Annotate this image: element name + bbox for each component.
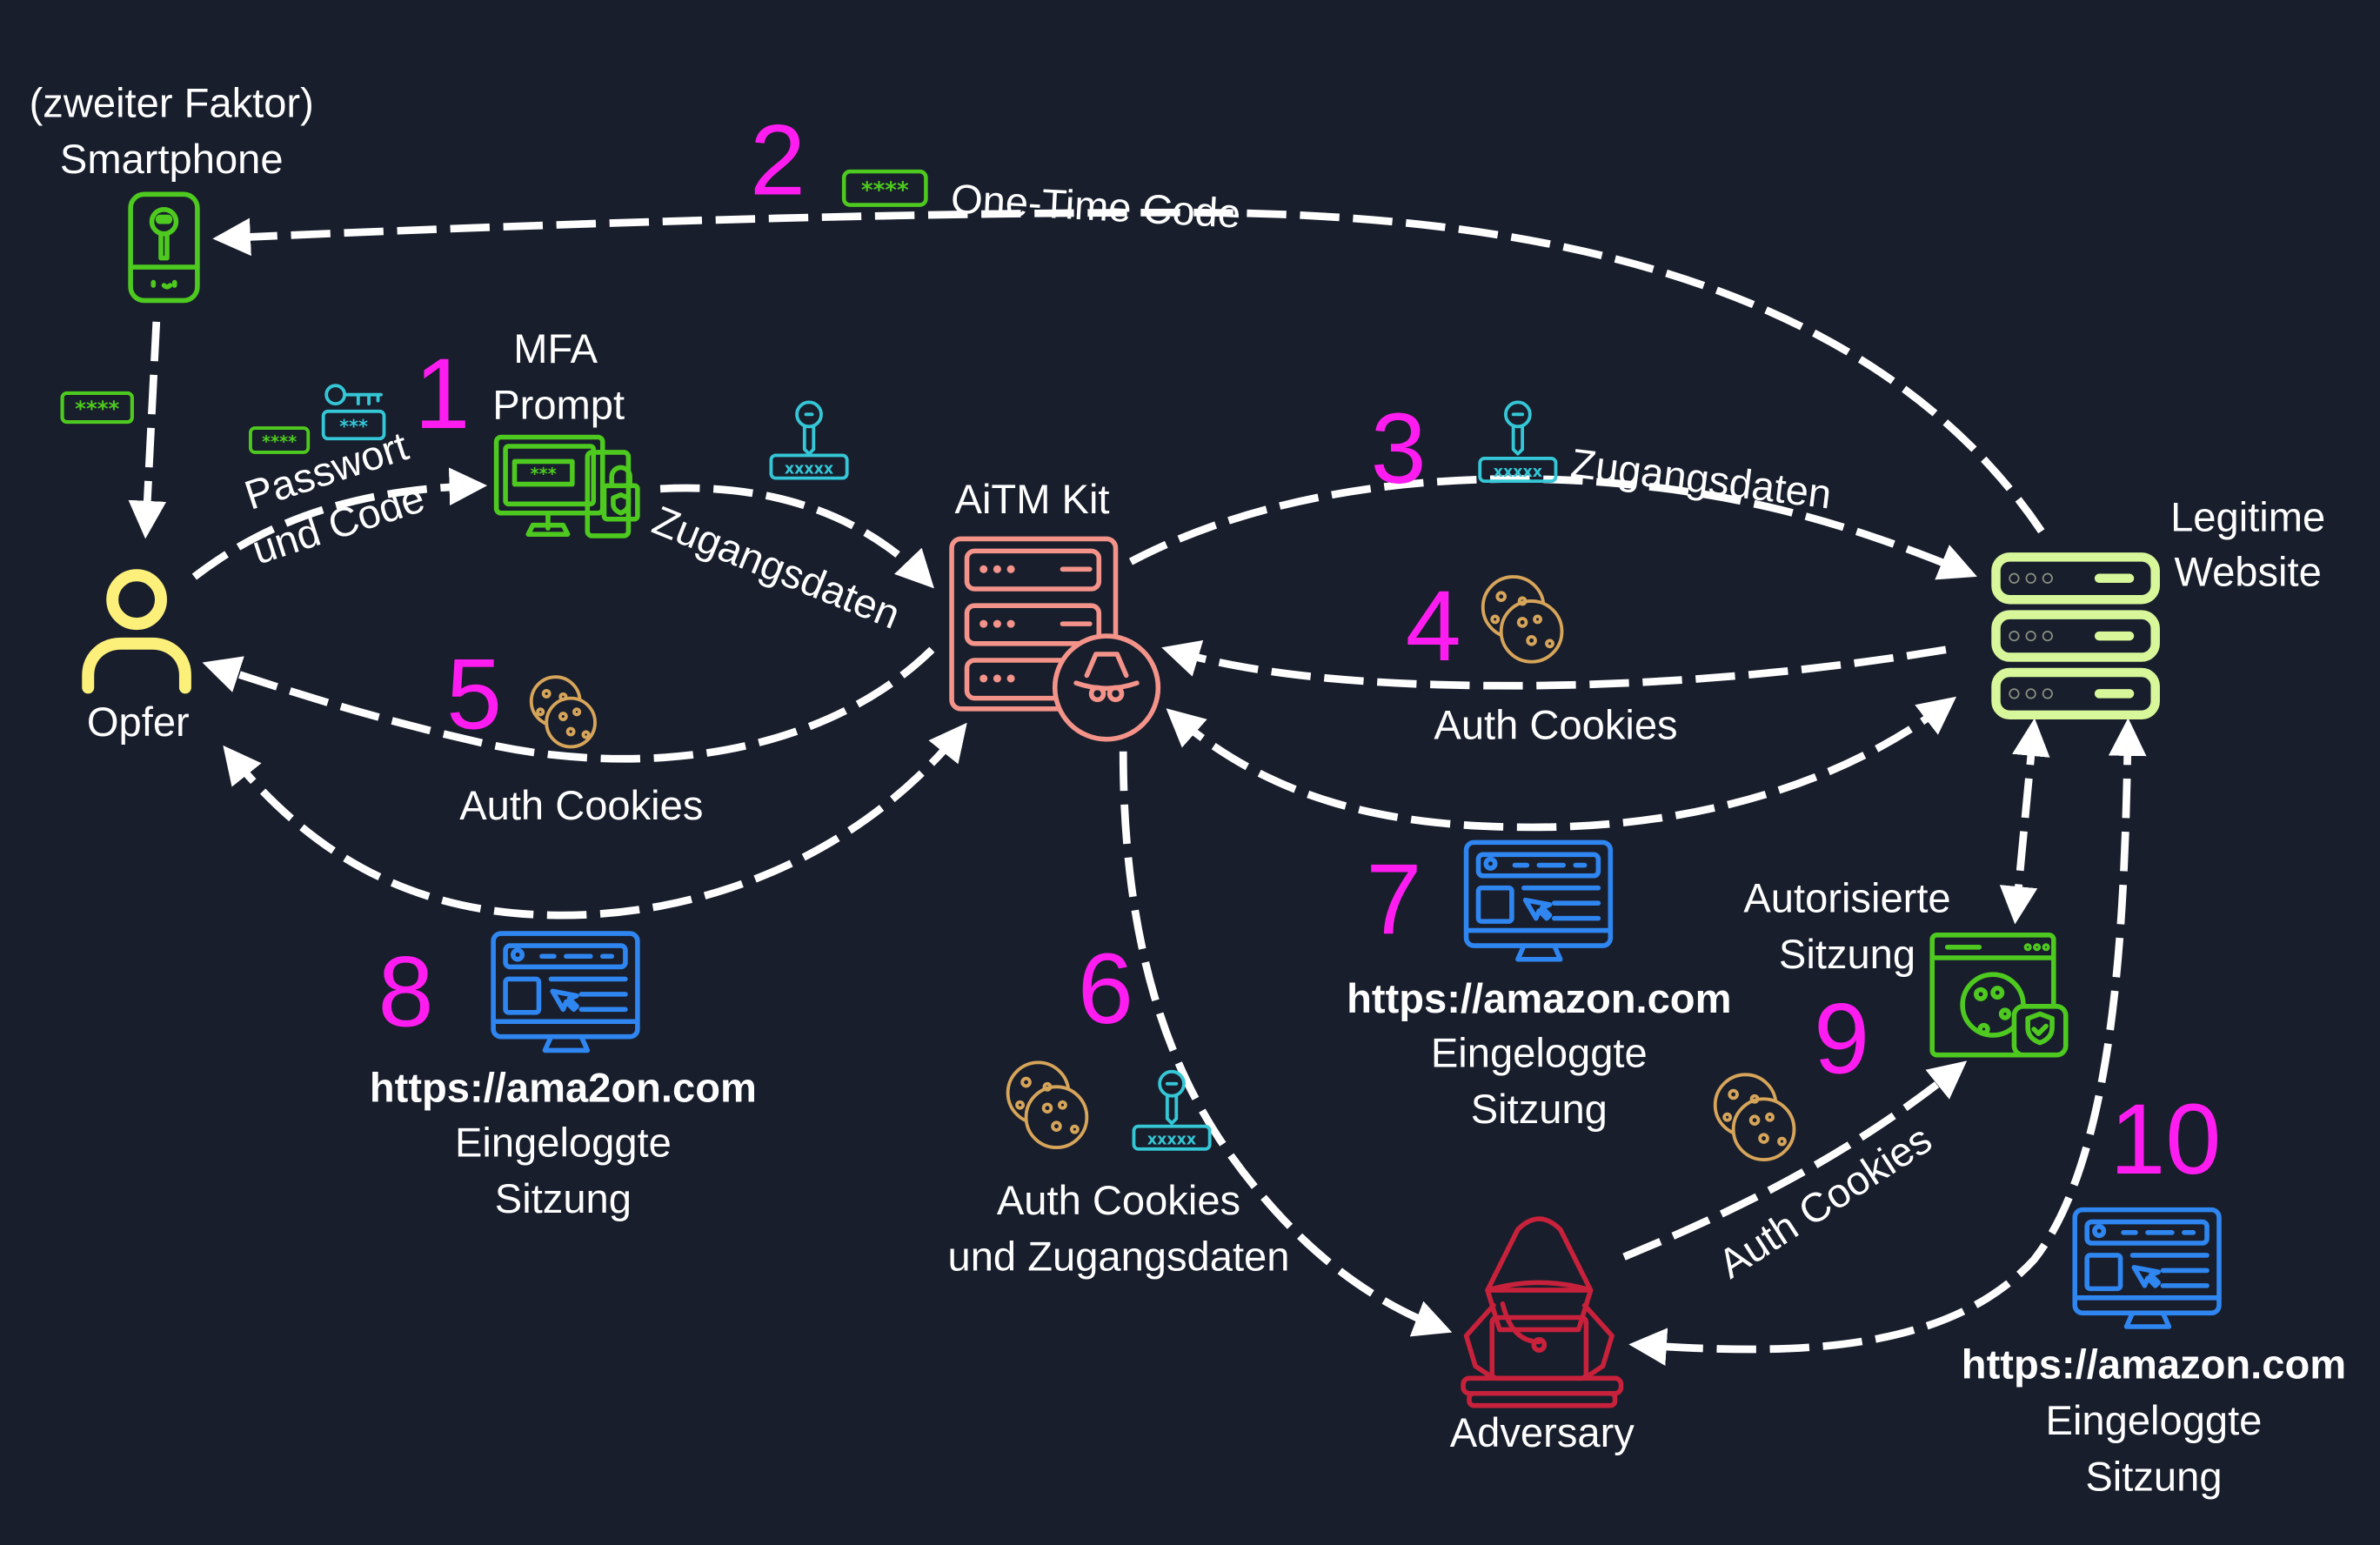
phone-code-badge: **** — [60, 391, 134, 425]
arrow-step-4 — [1161, 639, 1947, 690]
browser-cookie-shield-icon — [1929, 933, 2069, 1058]
authorized-session-node: Autorisierte Sitzung — [1743, 875, 2069, 1058]
browser-icon — [491, 931, 640, 1053]
cookie-icon — [529, 675, 597, 749]
legit-caption-1: Legitime — [2170, 494, 2325, 540]
session-caption-1: Autorisierte — [1743, 875, 1950, 921]
user-icon — [82, 569, 191, 694]
aitm-kit-label: AiTM Kit — [955, 476, 1110, 522]
badge-text: xxxxx — [1494, 464, 1542, 481]
step-7-url: https://amazon.com — [1347, 975, 1731, 1021]
step-10-url: https://amazon.com — [1962, 1341, 2346, 1387]
step-10-line-1: Eingeloggte — [2046, 1397, 2263, 1443]
step-7-line-1: Eingeloggte — [1431, 1030, 1648, 1076]
arrow-phone-to-victim — [128, 321, 167, 539]
adversary-node: Adversary — [1450, 1216, 1635, 1455]
step-8-line-1: Eingeloggte — [455, 1120, 672, 1166]
step-number-10: 10 — [2109, 1084, 2221, 1195]
badge-text: *** — [531, 464, 557, 484]
step-6-label-line-1: Auth Cookies — [997, 1177, 1240, 1223]
server-spy-icon — [949, 536, 1161, 742]
step-number-7: 7 — [1366, 844, 1421, 955]
step-number-2: 2 — [750, 104, 806, 216]
badge-text: *** — [339, 416, 368, 437]
victim-node: Opfer — [82, 569, 191, 745]
mfa-caption-1: MFA — [513, 325, 598, 371]
credential-key-badge-step-6: xxxxx — [1132, 1069, 1212, 1151]
key-icon — [1158, 1069, 1186, 1126]
server-icon — [1991, 552, 2160, 720]
phone-key-icon — [128, 191, 200, 304]
legit-website-node: Legitime Website — [1991, 494, 2325, 720]
browser-icon — [2072, 1207, 2222, 1329]
arrow-step-3 — [1128, 475, 1977, 580]
smartphone-caption-2: Smartphone — [60, 136, 284, 182]
smartphone-node: (zweiter Faktor) Smartphone — [30, 79, 314, 304]
browser-icon — [1463, 839, 1614, 962]
step-number-4: 4 — [1406, 571, 1461, 682]
hacker-icon — [1461, 1216, 1624, 1408]
badge-text: **** — [262, 432, 297, 452]
step-number-9: 9 — [1814, 984, 1869, 1095]
cookie-icon — [1006, 1060, 1089, 1150]
session-caption-2: Sitzung — [1779, 931, 1915, 977]
arrow-step-10 — [1628, 718, 2147, 1366]
step-7-line-2: Sitzung — [1471, 1086, 1608, 1132]
step-number-5: 5 — [446, 639, 502, 751]
step-5-label: Auth Cookies — [459, 782, 703, 828]
badge-text: xxxxx — [785, 460, 833, 478]
step-6-label-line-2: und Zugangsdaten — [948, 1233, 1290, 1279]
arrow-step-6 — [1119, 751, 1453, 1337]
badge-text: **** — [75, 396, 119, 421]
server-status-leds — [2009, 572, 2053, 699]
step-8-url: https://ama2on.com — [370, 1065, 757, 1111]
arrow-step-8 — [223, 722, 967, 920]
step-number-6: 6 — [1078, 933, 1133, 1045]
victim-label: Opfer — [87, 699, 190, 745]
step-number-8: 8 — [378, 937, 434, 1048]
key-icon — [1504, 400, 1532, 456]
mfa-prompt-node: MFA Prompt *** — [492, 325, 640, 538]
mfa-caption-2: Prompt — [492, 382, 625, 428]
badge-text: xxxxx — [1147, 1132, 1196, 1149]
key-icon — [795, 400, 823, 456]
server-dots — [979, 565, 1015, 683]
monitor-lock-icon — [493, 434, 640, 538]
cookie-icon — [1713, 1073, 1796, 1161]
one-time-code-badge: **** — [841, 169, 928, 207]
credential-badges-step-1: **** *** — [249, 384, 386, 454]
arrow-step-1 — [191, 467, 488, 580]
legit-caption-2: Website — [2174, 549, 2321, 595]
credential-key-badge-step-3: xxxxx — [1478, 400, 1558, 484]
aitm-kit-node: AiTM Kit — [949, 476, 1161, 742]
step-10-line-2: Sitzung — [2085, 1453, 2222, 1499]
smartphone-caption-1: (zweiter Faktor) — [30, 79, 314, 125]
flow-arrows — [128, 208, 2147, 1366]
step-8-line-2: Sitzung — [495, 1175, 632, 1221]
step-4-label: Auth Cookies — [1434, 702, 1677, 748]
cookie-icon — [1481, 575, 1564, 664]
arrow-step-2 — [212, 208, 2045, 534]
adversary-label: Adversary — [1450, 1409, 1635, 1455]
credential-key-badge: xxxxx — [769, 400, 849, 480]
step-number-3: 3 — [1371, 393, 1427, 505]
step-number-1: 1 — [414, 338, 470, 450]
key-icon — [324, 384, 383, 406]
badge-text: **** — [861, 177, 909, 204]
